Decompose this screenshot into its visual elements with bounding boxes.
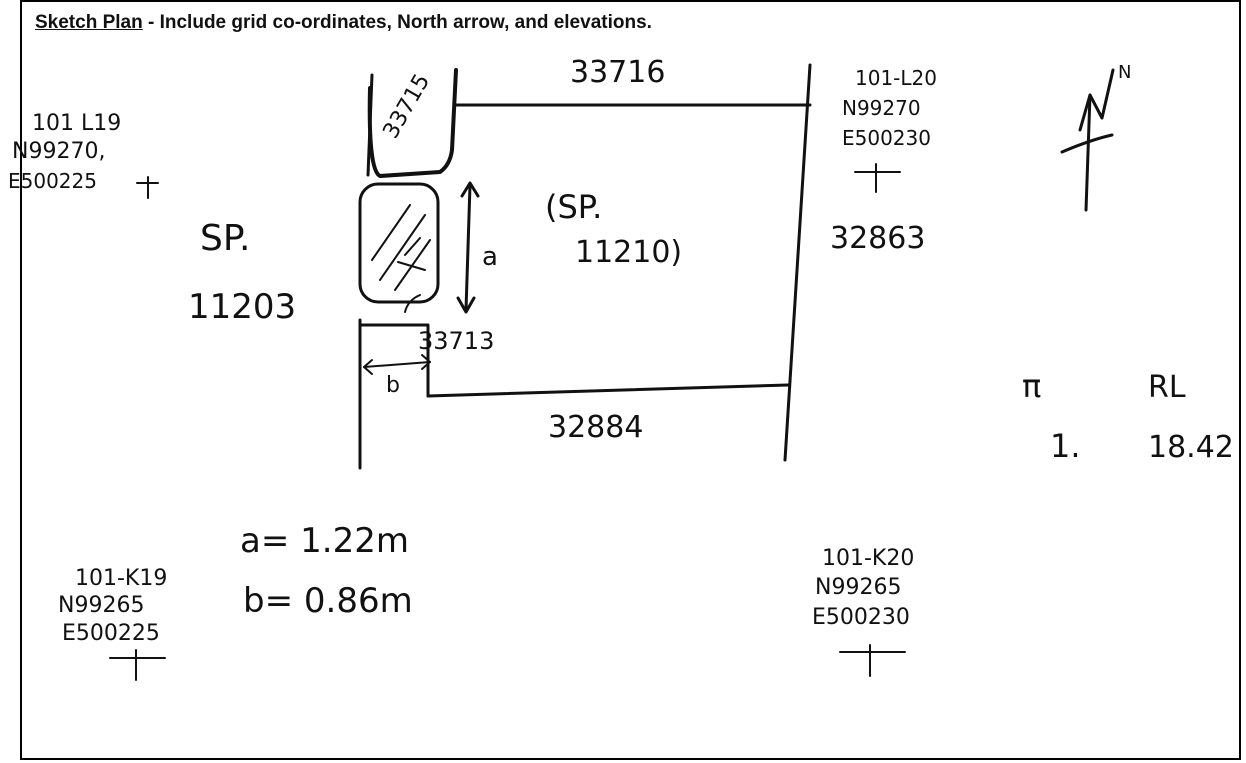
dimension-a-line <box>464 183 472 312</box>
grid-point-bottom-left-northing: N99265 <box>58 593 144 618</box>
grid-marker-bottom-right <box>839 644 906 677</box>
north-arrow-label: N <box>1118 62 1131 83</box>
strata-left-line1: SP. <box>200 218 250 259</box>
heading-instructions: - Include grid co-ordinates, North arrow… <box>142 12 652 33</box>
north-arrow-shaft <box>1084 93 1092 212</box>
grid-point-bottom-right: 101-K20 N99265 E500230 <box>812 546 914 630</box>
corner-structure-outline <box>367 68 458 178</box>
parcel-top-corner-label: 33715 <box>379 70 436 143</box>
grid-point-bottom-right-easting: E500230 <box>812 605 910 630</box>
sketch-heading: Sketch Plan - Include grid co-ordinates,… <box>35 12 652 34</box>
dimension-a-label: a <box>482 242 498 272</box>
grid-point-top-left-id: 101 L19 <box>32 111 121 136</box>
right-boundary-line <box>783 63 812 462</box>
grid-point-top-right: 101-L20 N99270 E500230 <box>842 66 937 150</box>
grid-point-top-right-easting: E500230 <box>842 126 931 150</box>
north-arrow-n-stroke <box>1078 68 1115 132</box>
grid-point-bottom-left-easting: E500225 <box>62 621 160 646</box>
grid-point-top-left: 101 L19 N99270, E500225 <box>8 111 121 193</box>
heading-title: Sketch Plan <box>35 12 143 33</box>
elevation-col1-header: π <box>1022 367 1041 405</box>
grid-marker-top-left <box>136 176 159 199</box>
sketch-frame <box>20 0 1241 760</box>
elevation-col2-header: RL <box>1148 370 1186 405</box>
dimension-a-value: a= 1.22m <box>240 521 409 561</box>
bottom-boundary-line <box>426 383 790 398</box>
dimension-a-arrowheads <box>456 181 480 314</box>
hatch-marks <box>371 204 431 291</box>
north-arrow <box>1060 68 1115 212</box>
small-structure <box>360 323 431 398</box>
grid-marker-top-right <box>854 163 901 193</box>
small-structure-outline <box>360 323 430 398</box>
grid-point-bottom-right-northing: N99265 <box>815 575 901 600</box>
elevation-row1-col2: 18.42 <box>1148 430 1234 465</box>
dimension-b-line <box>363 361 431 368</box>
strata-left-line2: 11203 <box>188 287 296 327</box>
dimension-b-label: b <box>386 373 400 398</box>
grid-marker-bottom-left <box>109 649 166 681</box>
dimension-a-arrow <box>456 181 480 314</box>
strata-center-line2: 11210) <box>575 235 682 270</box>
strata-center-line1: (SP. <box>545 188 602 226</box>
parcel-top-label: 33716 <box>570 55 665 90</box>
grid-point-bottom-right-id: 101-K20 <box>822 546 914 571</box>
parcel-middle-small-label: 33713 <box>418 327 494 355</box>
hatched-structure <box>358 182 440 313</box>
hatched-structure-outline <box>358 182 440 304</box>
grid-point-top-left-northing: N99270, <box>12 139 105 164</box>
grid-point-top-left-easting: E500225 <box>8 169 97 193</box>
elevation-row1-col1: 1. <box>1050 427 1081 465</box>
elevation-table: π RL 1. 18.42 <box>1022 367 1234 465</box>
grid-point-top-right-northing: N99270 <box>842 96 921 120</box>
grid-point-bottom-left-id: 101-K19 <box>75 566 167 591</box>
dimension-b-arrowheads <box>363 354 431 375</box>
boundary-lines <box>358 63 812 470</box>
dimension-b-value: b= 0.86m <box>243 581 413 621</box>
parcel-bottom-label: 32884 <box>548 410 643 445</box>
grid-point-bottom-left: 101-K19 N99265 E500225 <box>58 566 167 646</box>
north-arrow-crossbar <box>1060 133 1114 154</box>
grid-point-top-right-id: 101-L20 <box>855 66 937 90</box>
hatch-tail <box>404 294 421 313</box>
parcel-right-label: 32863 <box>830 221 925 256</box>
